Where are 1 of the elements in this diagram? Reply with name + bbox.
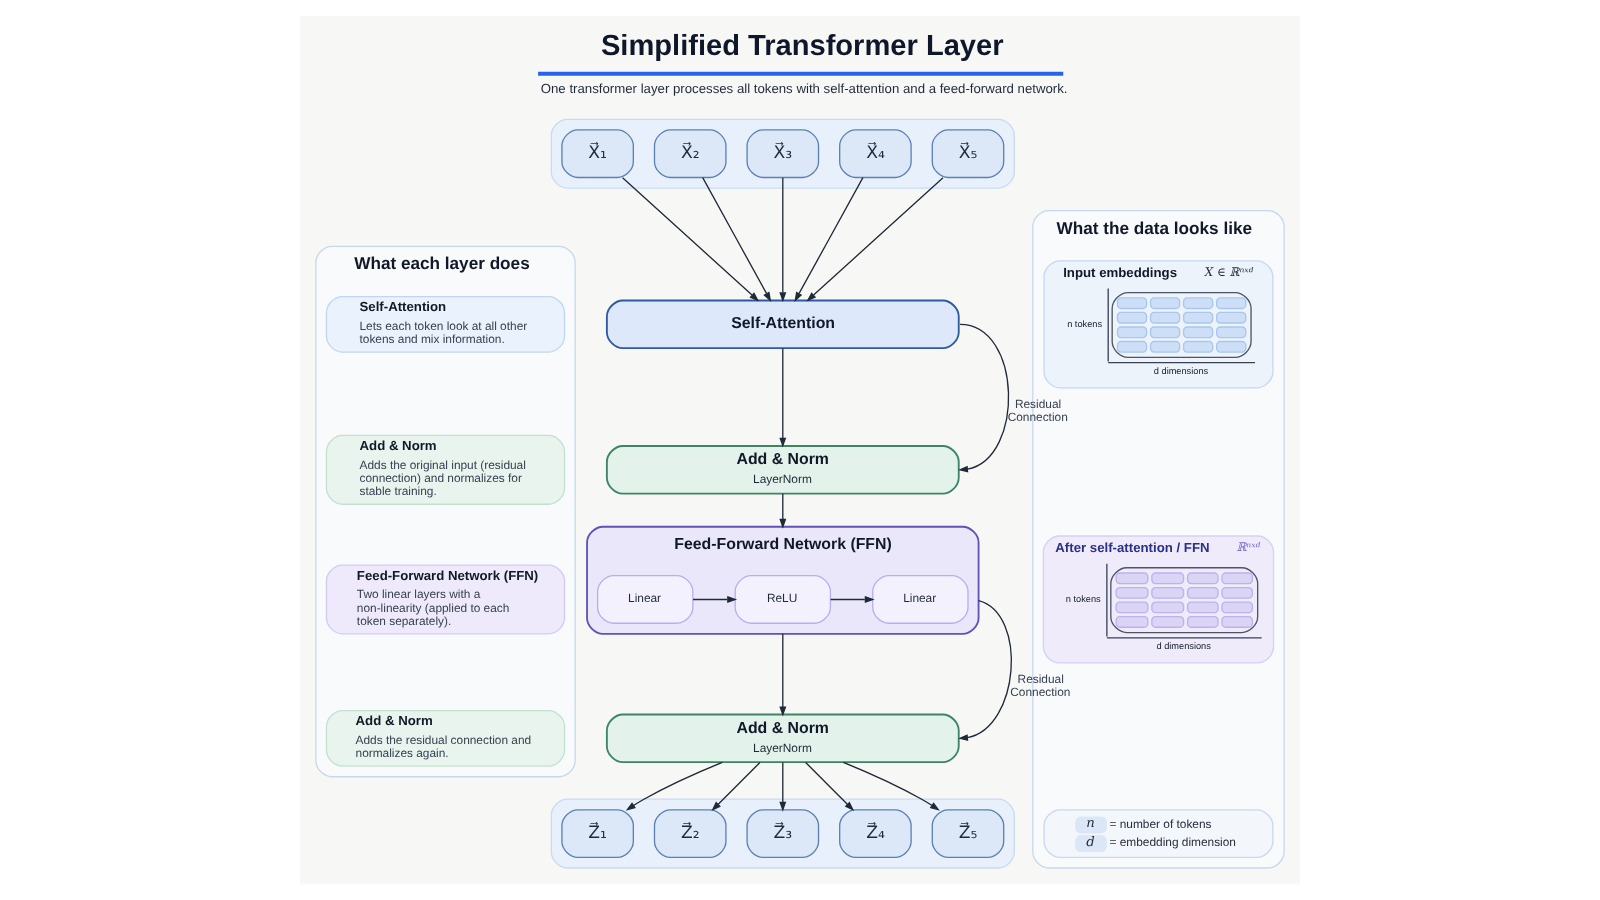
diagram-title: Simplified Transformer Layer <box>600 31 1004 64</box>
